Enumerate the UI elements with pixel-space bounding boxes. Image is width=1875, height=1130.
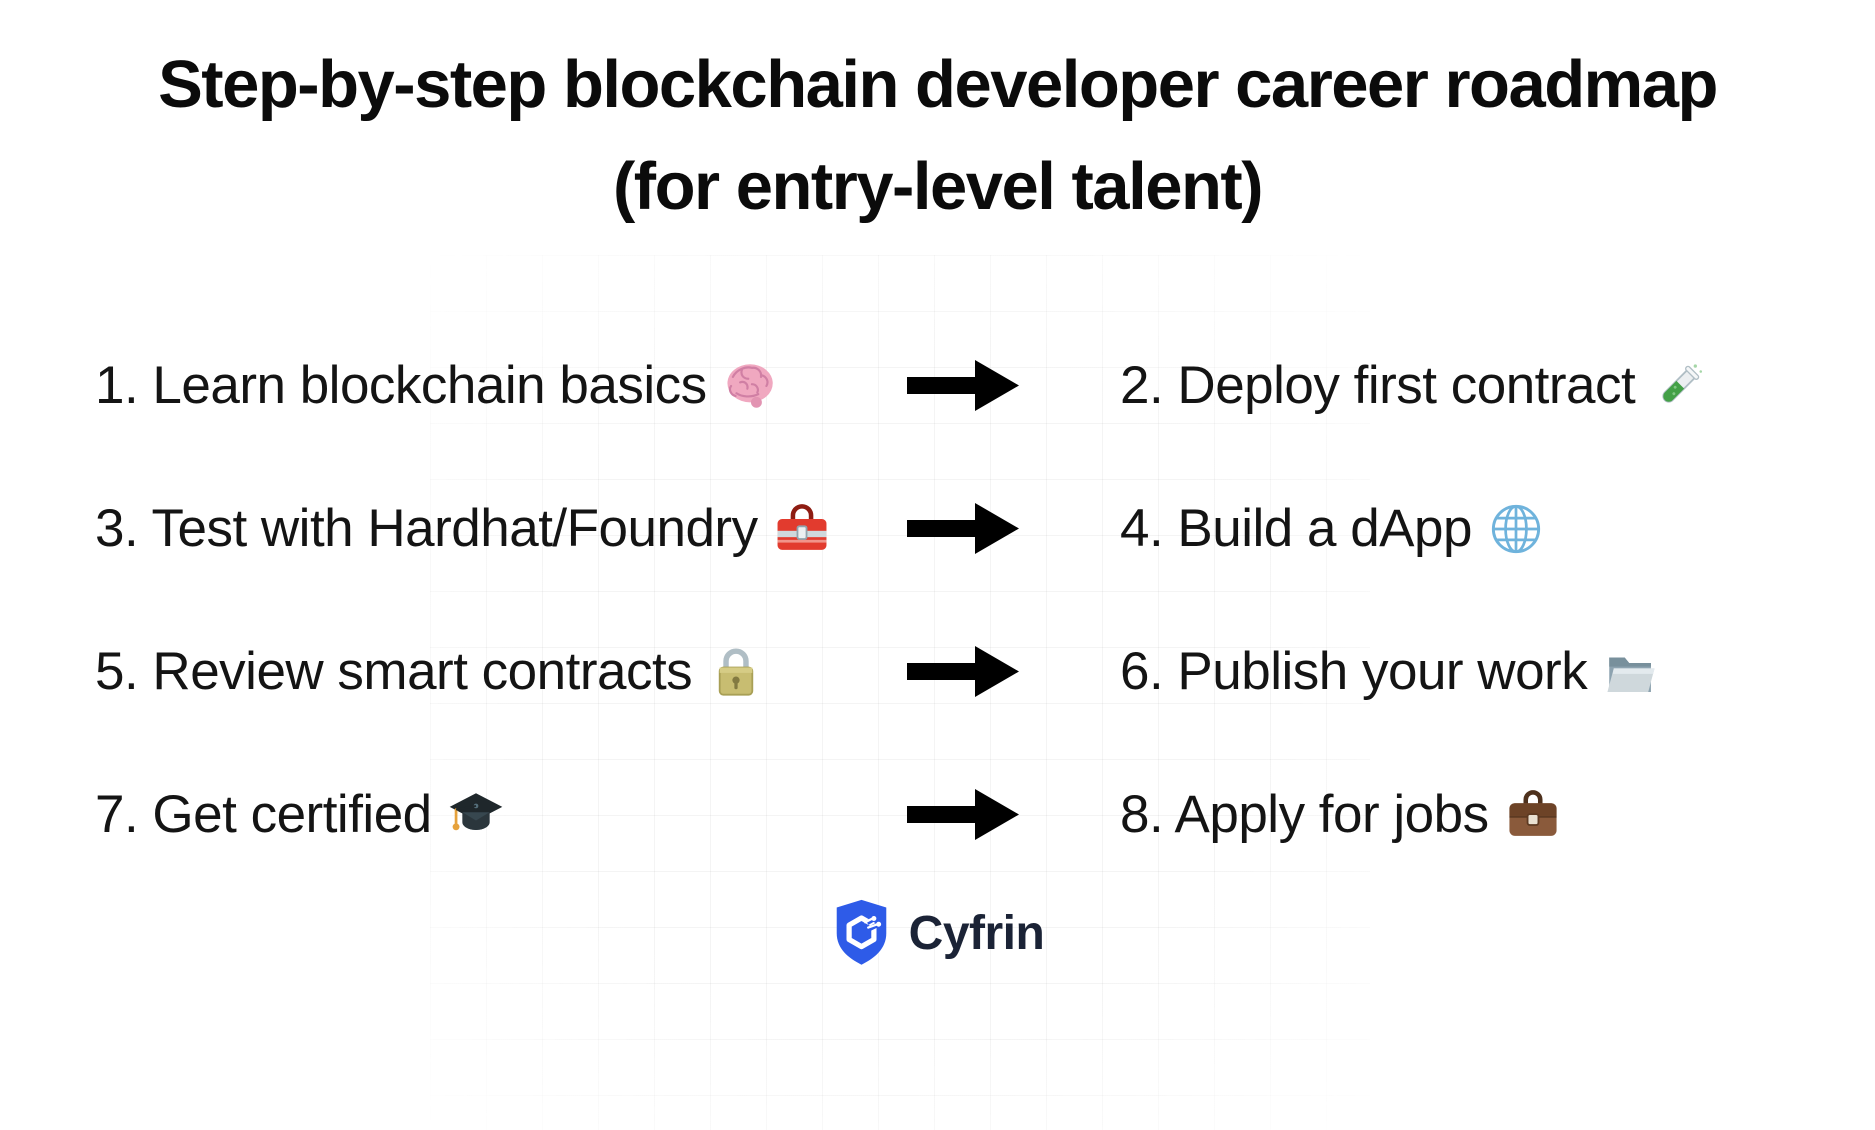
step-2: 2. Deploy first contract bbox=[1120, 355, 1825, 416]
test-tube-icon bbox=[1650, 357, 1708, 415]
open-folder-icon bbox=[1602, 643, 1660, 701]
step-1: 1. Learn blockchain basics bbox=[95, 355, 907, 416]
step-7-label: 7. Get certified bbox=[95, 785, 432, 844]
cyfrin-shield-icon bbox=[831, 898, 892, 968]
arrow-right-icon bbox=[907, 359, 1020, 412]
arrow-right-icon bbox=[907, 645, 1020, 698]
roadmap-rows: 1. Learn blockchain basics 2. Deploy fir… bbox=[95, 314, 1825, 886]
toolbox-icon bbox=[773, 500, 831, 558]
step-5: 5. Review smart contracts bbox=[95, 641, 907, 702]
graduation-cap-icon bbox=[447, 786, 505, 844]
step-7: 7. Get certified bbox=[95, 784, 907, 845]
step-8: 8. Apply for jobs bbox=[1120, 784, 1825, 845]
lock-icon bbox=[707, 643, 765, 701]
roadmap-row-2: 3. Test with Hardhat/Foundry 4. Build a … bbox=[95, 457, 1825, 600]
step-1-label: 1. Learn blockchain basics bbox=[95, 356, 707, 415]
step-4-label: 4. Build a dApp bbox=[1120, 499, 1472, 558]
roadmap-row-1: 1. Learn blockchain basics 2. Deploy fir… bbox=[95, 314, 1825, 457]
globe-icon bbox=[1487, 500, 1545, 558]
step-6-label: 6. Publish your work bbox=[1120, 642, 1588, 701]
step-3: 3. Test with Hardhat/Foundry bbox=[95, 498, 907, 559]
brain-icon bbox=[722, 357, 780, 415]
page-title: Step-by-step blockchain developer career… bbox=[0, 34, 1875, 238]
step-3-label: 3. Test with Hardhat/Foundry bbox=[95, 499, 758, 558]
step-5-label: 5. Review smart contracts bbox=[95, 642, 693, 701]
arrow-right-icon bbox=[907, 788, 1020, 841]
roadmap-row-3: 5. Review smart contracts 6. Publish you… bbox=[95, 600, 1825, 743]
step-4: 4. Build a dApp bbox=[1120, 498, 1825, 559]
cyfrin-logo: Cyfrin bbox=[0, 898, 1875, 968]
step-8-label: 8. Apply for jobs bbox=[1120, 785, 1489, 844]
briefcase-icon bbox=[1504, 786, 1562, 844]
cyfrin-wordmark: Cyfrin bbox=[908, 906, 1045, 960]
page-title-line1: Step-by-step blockchain developer career… bbox=[158, 47, 1718, 122]
step-2-label: 2. Deploy first contract bbox=[1120, 356, 1636, 415]
step-6: 6. Publish your work bbox=[1120, 641, 1825, 702]
page-title-line2: (for entry-level talent) bbox=[612, 148, 1264, 224]
arrow-right-icon bbox=[907, 502, 1020, 555]
roadmap-row-4: 7. Get certified bbox=[95, 743, 1825, 886]
